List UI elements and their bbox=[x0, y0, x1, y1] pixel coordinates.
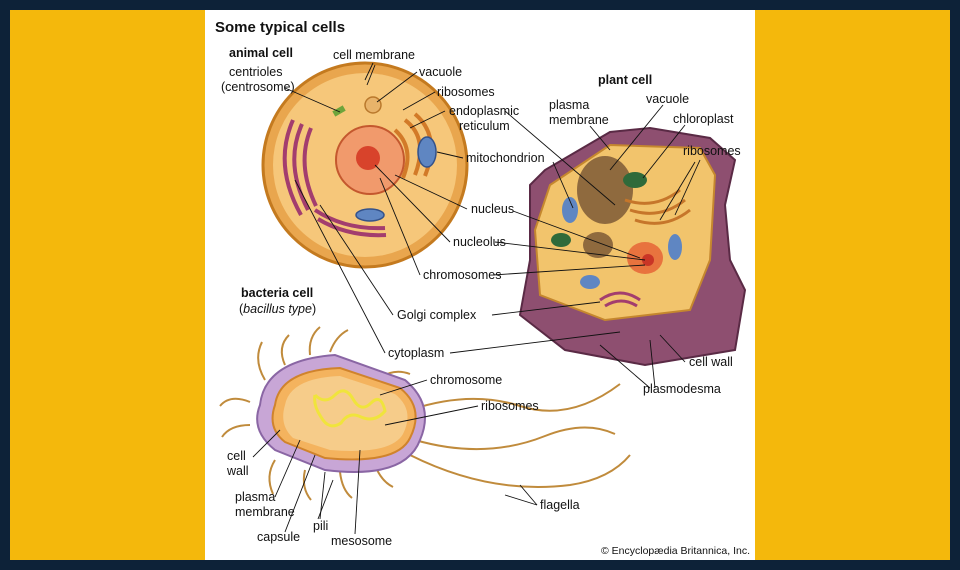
label-golgi-complex: Golgi complex bbox=[397, 308, 477, 322]
label-bacteria-cell: cell bbox=[227, 449, 246, 463]
label-plant-vacuole: vacuole bbox=[646, 92, 689, 106]
label-plant-plasma: plasma bbox=[549, 98, 589, 112]
label-cell-membrane: cell membrane bbox=[333, 48, 415, 62]
label-capsule: capsule bbox=[257, 530, 300, 544]
label-plant-ribosomes: ribosomes bbox=[683, 144, 741, 158]
label-nucleolus: nucleolus bbox=[453, 235, 506, 249]
label-chromosomes: chromosomes bbox=[423, 268, 502, 282]
label-pili: pili bbox=[313, 519, 328, 533]
label-plasmodesma: plasmodesma bbox=[643, 382, 721, 396]
label-endoplasmic: endoplasmic bbox=[449, 104, 519, 118]
diagram-panel: Some typical cells animal cell cell bbox=[205, 10, 755, 560]
diagram-title: Some typical cells bbox=[215, 19, 345, 36]
copyright-credit: © Encyclopædia Britannica, Inc. bbox=[601, 545, 750, 557]
label-nucleus: nucleus bbox=[471, 202, 514, 216]
label-centrosome: (centrosome) bbox=[221, 80, 295, 94]
label-plant-membrane: membrane bbox=[549, 113, 609, 127]
label-reticulum: reticulum bbox=[459, 119, 510, 133]
label-chloroplast: chloroplast bbox=[673, 112, 734, 126]
label-animal-vacuole: vacuole bbox=[419, 65, 462, 79]
label-mesosome: mesosome bbox=[331, 534, 392, 548]
label-bacteria-chromosome: chromosome bbox=[430, 373, 502, 387]
bacteria-leader-lines bbox=[252, 379, 538, 535]
label-cytoplasm: cytoplasm bbox=[388, 346, 444, 360]
label-animal-ribosomes: ribosomes bbox=[437, 85, 495, 99]
label-bacteria-ribosomes: ribosomes bbox=[481, 399, 539, 413]
label-bacteria-membrane: membrane bbox=[235, 505, 295, 519]
label-bacteria-wall: wall bbox=[226, 464, 249, 478]
plant-cell-heading: plant cell bbox=[598, 73, 652, 87]
bacteria-cell-heading: bacteria cell bbox=[241, 286, 313, 300]
plant-cell-illustration bbox=[518, 126, 747, 367]
label-cell-wall: cell wall bbox=[689, 355, 733, 369]
animal-cell-heading: animal cell bbox=[229, 46, 293, 60]
cell-diagram: Some typical cells animal cell cell bbox=[215, 19, 750, 557]
label-bacteria-plasma: plasma bbox=[235, 490, 275, 504]
label-mitochondrion: mitochondrion bbox=[466, 151, 545, 165]
label-flagella: flagella bbox=[540, 498, 580, 512]
plant-leader-lines bbox=[449, 104, 701, 389]
label-centrioles: centrioles bbox=[229, 65, 283, 79]
bacteria-cell-subheading: (bacillus type) bbox=[239, 302, 316, 316]
animal-leader-lines bbox=[284, 62, 468, 354]
